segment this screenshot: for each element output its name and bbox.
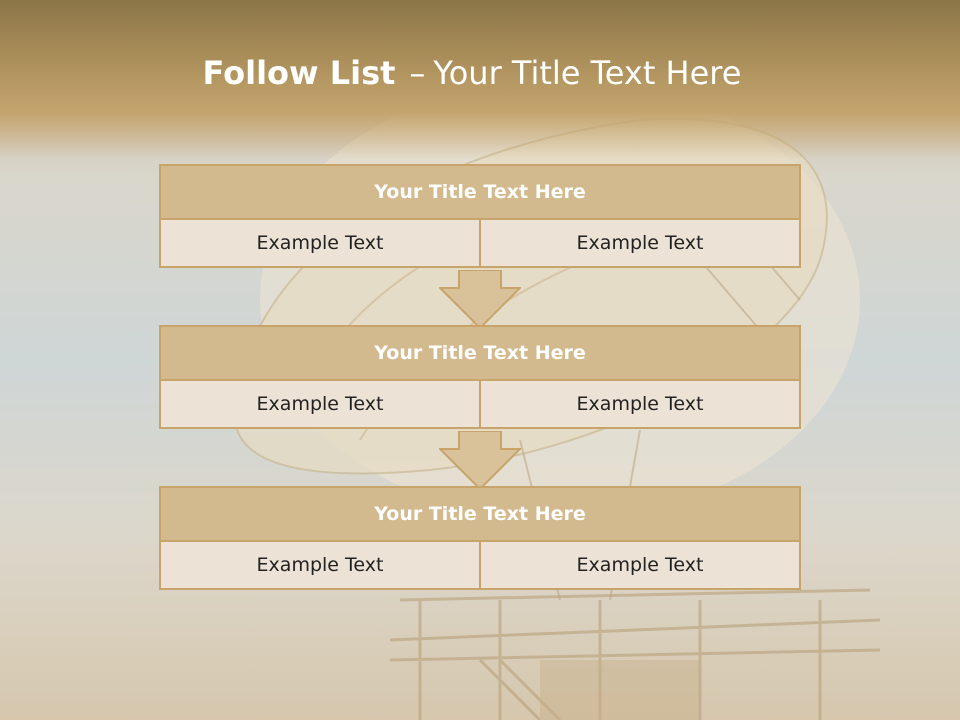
list-block-3-title: Your Title Text Here bbox=[159, 486, 801, 542]
list-block-2-right-cell: Example Text bbox=[479, 379, 801, 429]
list-block-1-right-cell: Example Text bbox=[479, 218, 801, 268]
list-block-1-row: Example Text Example Text bbox=[159, 218, 801, 268]
list-block-2-title: Your Title Text Here bbox=[159, 325, 801, 381]
list-block-3: Your Title Text Here Example Text Exampl… bbox=[159, 486, 801, 590]
list-block-2: Your Title Text Here Example Text Exampl… bbox=[159, 325, 801, 429]
slide-title-bold: Follow List bbox=[202, 54, 396, 92]
slide-title-rest: Your Title Text Here bbox=[433, 54, 742, 92]
list-block-3-right-cell: Example Text bbox=[479, 540, 801, 590]
slide-title: Follow List–Your Title Text Here bbox=[0, 54, 944, 92]
slide-title-dash: – bbox=[409, 54, 426, 92]
list-block-2-left-cell: Example Text bbox=[159, 379, 481, 429]
list-block-2-row: Example Text Example Text bbox=[159, 379, 801, 429]
down-arrow-icon bbox=[439, 270, 521, 330]
down-arrow-icon bbox=[439, 431, 521, 491]
list-block-3-row: Example Text Example Text bbox=[159, 540, 801, 590]
list-block-3-left-cell: Example Text bbox=[159, 540, 481, 590]
title-band bbox=[0, 0, 960, 160]
list-block-1-title: Your Title Text Here bbox=[159, 164, 801, 220]
list-block-1: Your Title Text Here Example Text Exampl… bbox=[159, 164, 801, 268]
list-block-1-left-cell: Example Text bbox=[159, 218, 481, 268]
